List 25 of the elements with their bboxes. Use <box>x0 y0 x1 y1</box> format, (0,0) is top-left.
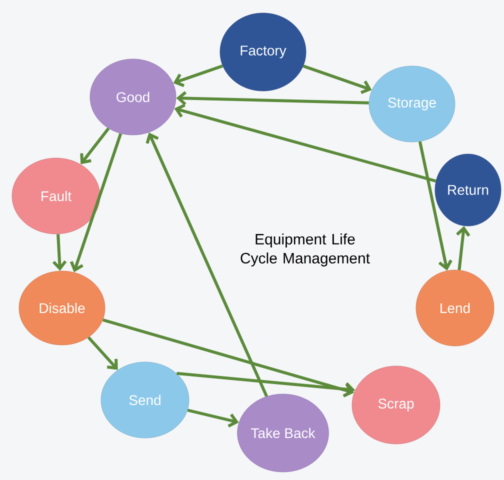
arrow <box>146 132 268 397</box>
ellipse-node: Fault <box>12 158 100 234</box>
ellipse-node: Take Back <box>237 394 329 472</box>
center-title: Equipment Life Cycle Management <box>240 234 370 266</box>
ellipse-node: Storage <box>368 66 456 142</box>
ellipse-node: Good <box>90 58 176 136</box>
arrow <box>456 226 470 270</box>
ellipse-node: Scrap <box>352 366 440 444</box>
arrow <box>80 128 110 164</box>
arrow <box>176 372 356 396</box>
arrow <box>173 64 224 88</box>
arrow <box>174 104 436 183</box>
ellipse-node: Return <box>434 154 502 226</box>
arrow <box>187 408 239 428</box>
arrow <box>418 141 452 271</box>
ellipse-node: Lend <box>416 270 494 346</box>
arrow <box>176 91 369 106</box>
ellipse-node: Factory <box>220 12 306 92</box>
arrow <box>102 318 354 398</box>
arrow <box>87 336 118 370</box>
arrow <box>70 133 122 272</box>
arrow <box>302 64 372 94</box>
ellipse-node: Disable <box>18 270 106 346</box>
ellipse-node: Send <box>100 362 190 438</box>
arrow <box>52 234 67 271</box>
